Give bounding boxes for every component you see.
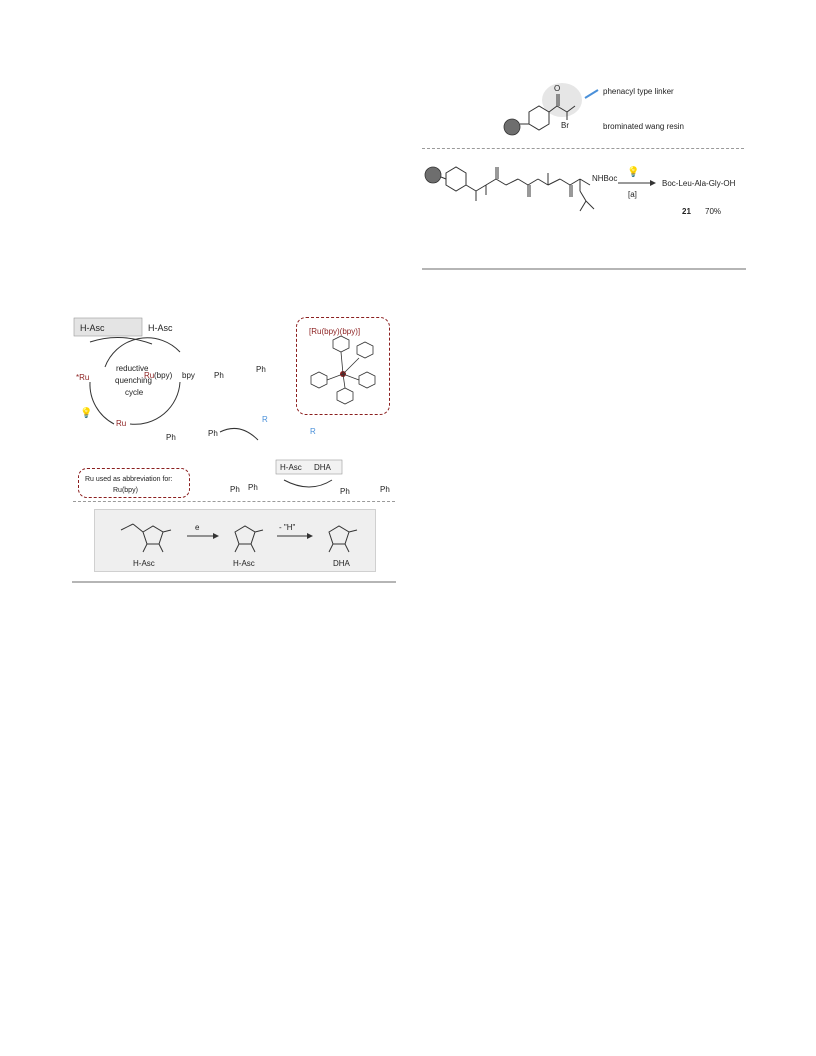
abbreviation-box: Ru used as abbreviation for: Ru(bpy) <box>78 468 190 498</box>
ascorbate-label-left: H-Asc <box>133 559 155 568</box>
carbonyl-oxygen: O <box>554 84 560 93</box>
excited-ru-label: *Ru <box>76 373 89 382</box>
h-asc-box <box>73 317 143 337</box>
peptide-scheme: NHBoc 💡 [a] Boc-Leu-Ala-Gly-OH 21 70% <box>420 155 750 225</box>
h-asc-plus-box <box>275 459 343 475</box>
ru-ii-label: Ru <box>116 419 126 428</box>
arrow-electron-label: e <box>195 523 200 532</box>
h-asc-radical: H-Asc <box>148 323 173 333</box>
abbrev-line-1: Ru used as abbreviation for: <box>85 476 173 483</box>
mechanism-divider <box>73 501 395 502</box>
r-label-2: R <box>310 427 316 436</box>
resin-scheme: O Br phenacyl type linker brominated wan… <box>495 78 715 140</box>
h-asc-anion: H-Asc <box>80 323 105 333</box>
complex-inset: [Ru(bpy)(bpy)] <box>296 317 390 415</box>
ascorbate-panel: H-Asc e H-Asc - "H" DHA <box>94 509 376 572</box>
phenacyl-label: phenacyl type linker <box>603 87 674 96</box>
peptide-structure-svg: NHBoc 💡 [a] Boc-Leu-Ala-Gly-OH 21 70% <box>424 165 736 216</box>
cycle-arrow-left <box>89 381 115 425</box>
abbrev-line-2: Ru(bpy) <box>113 487 138 494</box>
resin-label: brominated wang resin <box>603 122 684 131</box>
resin-bead-2 <box>424 166 442 184</box>
ph-label-2: Ph <box>256 365 266 374</box>
ph-label-1: Ph <box>214 371 224 380</box>
complex-label: [Ru(bpy)(bpy)] <box>309 327 360 336</box>
ru-i-label: Ru <box>144 371 154 380</box>
product-label: Boc-Leu-Ala-Gly-OH <box>662 179 736 188</box>
light-bulb-icon-2: 💡 <box>80 406 92 419</box>
complex-svg: [Ru(bpy)(bpy)] <box>309 327 376 405</box>
bromine-label: Br <box>561 121 569 130</box>
cycle-arrow-top <box>104 337 181 368</box>
ascorbate-svg: H-Asc e H-Asc - "H" DHA <box>120 523 358 568</box>
double-arrow-icon <box>584 89 599 99</box>
cycle-label-2: quenching <box>115 376 152 385</box>
ru-i-bpy: (bpy) <box>154 371 173 380</box>
cycle-arrow-right <box>129 381 181 425</box>
ph-label-5: Ph <box>230 485 240 494</box>
resin-bead <box>503 118 521 136</box>
cycle-label-1: reductive <box>116 364 149 373</box>
ph-label-6: Ph <box>248 483 258 492</box>
ph-label-3: Ph <box>166 433 176 442</box>
ph-label-4: Ph <box>208 429 218 438</box>
lactone-ring-1 <box>142 525 164 545</box>
ascorbate-label-right: DHA <box>333 559 351 568</box>
compound-number: 21 <box>682 207 691 216</box>
dha-label: DHA <box>314 463 332 472</box>
h-asc-plus: H-Asc <box>280 463 302 472</box>
section-rule-bottom-left <box>72 581 396 583</box>
ph-label-8: Ph <box>380 485 390 494</box>
lactone-ring-2 <box>234 525 256 545</box>
mechanism-svg: H-Asc H-Asc *Ru reductive quenching cycl… <box>73 317 390 496</box>
yield-label: 70% <box>705 207 721 216</box>
bpy-tail: bpy <box>182 371 195 380</box>
section-divider-top <box>422 148 744 149</box>
r-label-1: R <box>262 415 268 424</box>
condition-label: [a] <box>628 190 637 199</box>
lactone-ring-3 <box>328 525 350 545</box>
resin-structure-svg: O Br phenacyl type linker brominated wan… <box>503 83 684 136</box>
abbreviation-svg: Ru used as abbreviation for: Ru(bpy) <box>85 476 173 494</box>
arrow-hydrogen-label: - "H" <box>279 523 296 532</box>
mechanism-scheme: H-Asc H-Asc *Ru reductive quenching cycl… <box>70 312 400 512</box>
section-rule-top-right <box>422 268 746 270</box>
nhboc-label: NHBoc <box>592 174 617 183</box>
ascorbate-label-mid: H-Asc <box>233 559 255 568</box>
cycle-label-3: cycle <box>125 388 144 397</box>
ph-label-7: Ph <box>340 487 350 496</box>
light-bulb-icon: 💡 <box>627 165 639 178</box>
